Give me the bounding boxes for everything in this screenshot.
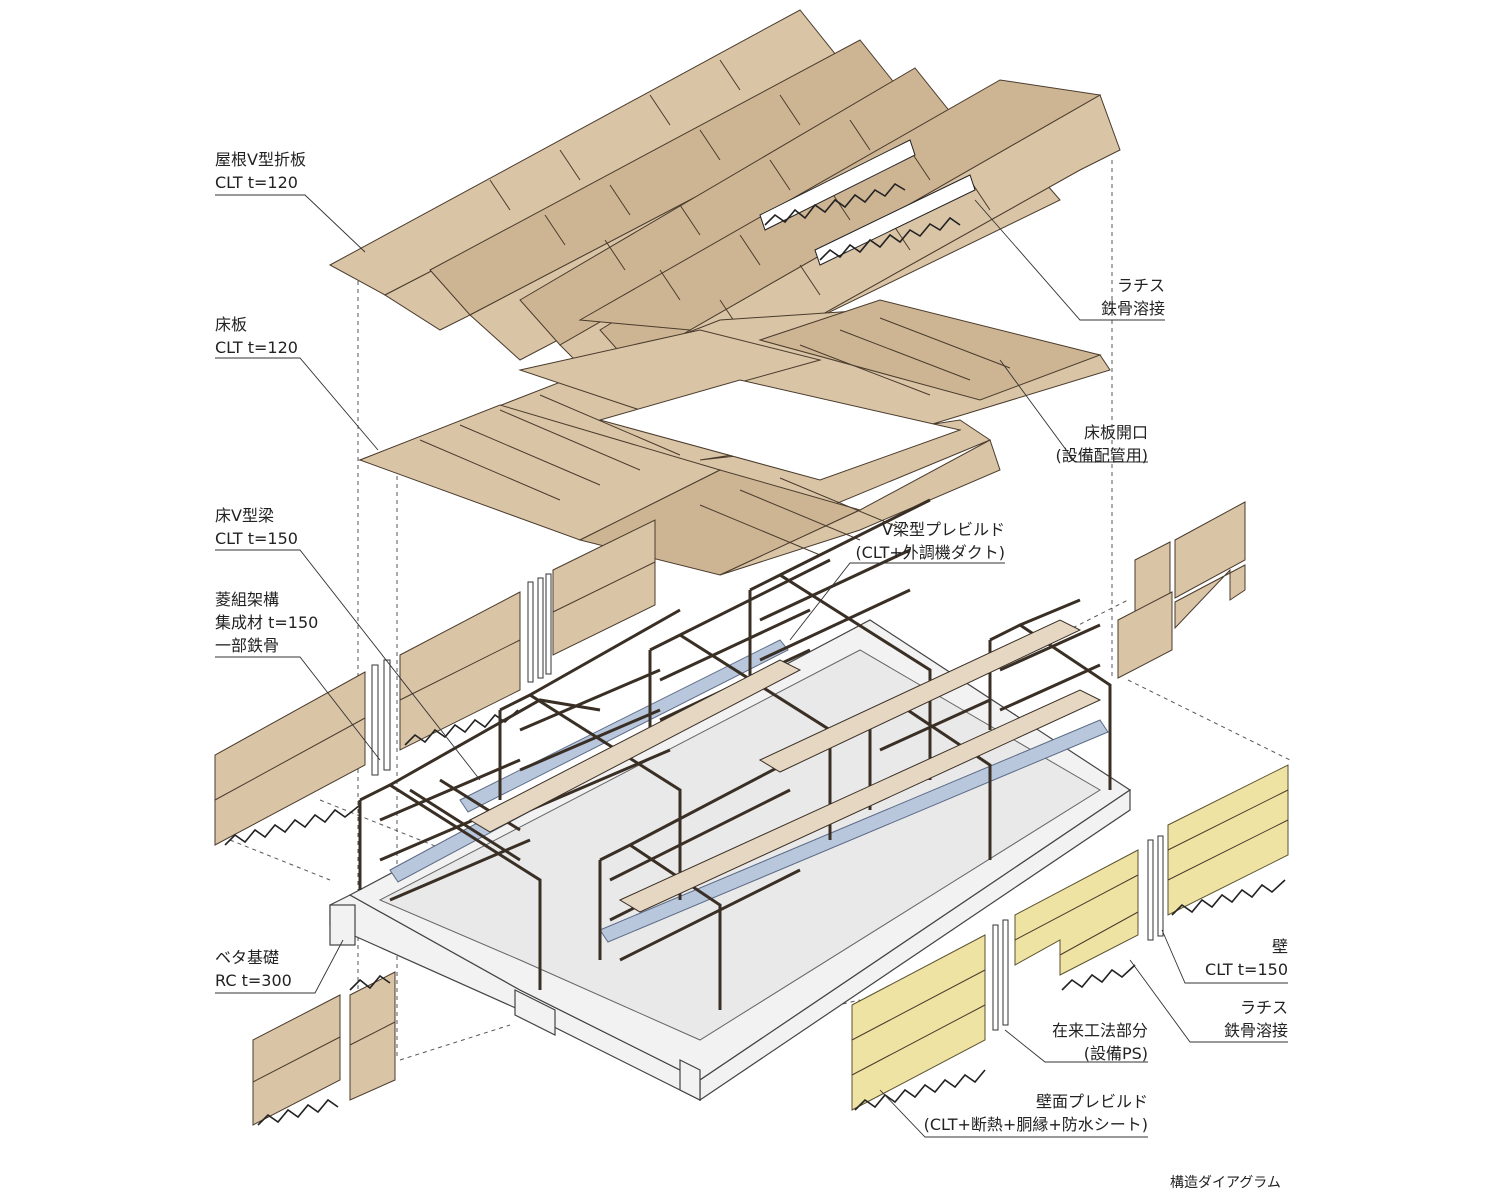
label-lattice-line1: 菱組架構 <box>215 590 280 609</box>
prebuild-wall-panels <box>851 764 1289 1111</box>
label-wall: 壁 CLT t=150 <box>1150 935 1288 981</box>
label-floor-line1: 床板 <box>215 315 248 334</box>
label-wall-line1: 壁 <box>1271 937 1288 956</box>
label-roof-line1: 屋根V型折板 <box>215 150 306 169</box>
label-lattice-steel-bottom-line1: ラチス <box>1239 998 1288 1017</box>
label-roof: 屋根V型折板 CLT t=120 <box>215 148 306 194</box>
label-floor-line2: CLT t=120 <box>215 338 298 357</box>
leader-lines <box>215 194 1288 1138</box>
label-wall-prebuild-line1: 壁面プレビルド <box>1035 1092 1148 1111</box>
right-upper-wall-panels <box>1117 501 1246 679</box>
label-lattice-steel-bottom-line2: 鉄骨溶接 <box>1223 1021 1288 1040</box>
label-v-beam-prebuild-line1: V梁型プレビルド <box>882 520 1005 539</box>
label-lattice-steel-top-line2: 鉄骨溶接 <box>1100 299 1165 318</box>
label-v-beam-prebuild: V梁型プレビルド (CLT+外調機ダクト) <box>820 518 1005 564</box>
label-floor-opening-line2: (設備配管用) <box>1055 446 1149 465</box>
label-lattice-steel-top: ラチス 鉄骨溶接 <box>1040 274 1165 320</box>
label-lattice-steel-bottom: ラチス 鉄骨溶接 <box>1160 996 1288 1042</box>
lattice-timber-frames <box>358 498 1112 1010</box>
label-foundation: ベタ基礎 RC t=300 <box>215 946 292 992</box>
left-wall-panels <box>214 519 656 846</box>
label-wall-prebuild-line2: (CLT+断熱+胴縁+防水シート) <box>923 1115 1148 1134</box>
label-conventional-line2: (設備PS) <box>1083 1044 1148 1063</box>
label-lattice-line3: 一部鉄骨 <box>215 636 280 655</box>
label-lattice: 菱組架構 集成材 t=150 一部鉄骨 <box>215 588 318 657</box>
label-lattice-steel-top-line1: ラチス <box>1116 276 1165 295</box>
label-floor-beam: 床V型梁 CLT t=150 <box>215 504 298 550</box>
label-conventional-line1: 在来工法部分 <box>1051 1021 1148 1040</box>
label-floor: 床板 CLT t=120 <box>215 313 298 359</box>
label-floor-opening: 床板開口 (設備配管用) <box>1020 421 1149 467</box>
label-foundation-line2: RC t=300 <box>215 971 292 990</box>
label-wall-line2: CLT t=150 <box>1205 960 1288 979</box>
label-roof-line2: CLT t=120 <box>215 173 298 192</box>
diagram-caption: 構造ダイアグラム <box>1170 1175 1281 1191</box>
label-conventional: 在来工法部分 (設備PS) <box>1010 1019 1148 1065</box>
label-wall-prebuild: 壁面プレビルド (CLT+断熱+胴縁+防水シート) <box>900 1090 1148 1136</box>
label-v-beam-prebuild-line2: (CLT+外調機ダクト) <box>855 543 1005 562</box>
label-floor-beam-line2: CLT t=150 <box>215 529 298 548</box>
label-floor-beam-line1: 床V型梁 <box>215 506 274 525</box>
label-lattice-line2: 集成材 t=150 <box>215 613 319 632</box>
roof-v-folded-plates <box>328 9 1121 386</box>
label-foundation-line1: ベタ基礎 <box>215 948 280 967</box>
lower-left-panels <box>252 971 396 1126</box>
label-floor-opening-line1: 床板開口 <box>1083 423 1148 442</box>
